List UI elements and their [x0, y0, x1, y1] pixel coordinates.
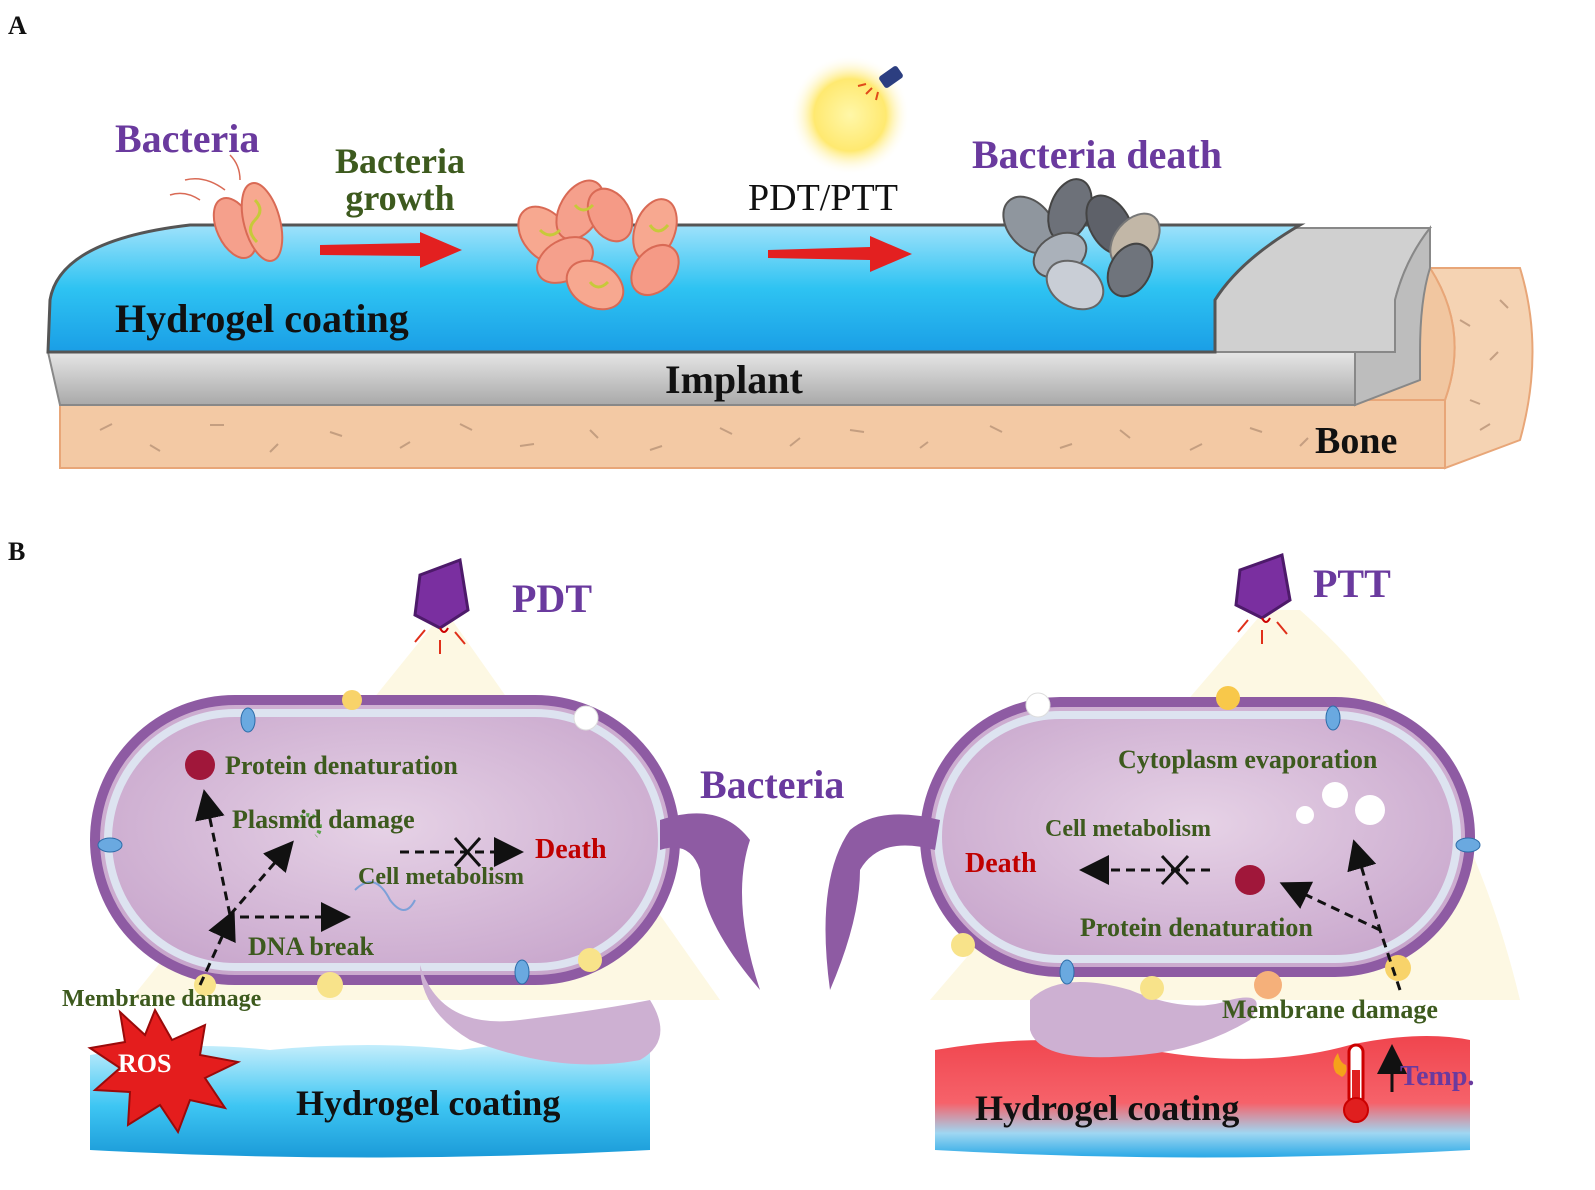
hydrogel-coating-a — [46, 223, 1306, 354]
label-pdt-protein: Protein denaturation — [225, 751, 458, 780]
bacterium-cell-pdt — [90, 690, 760, 1065]
label-ptt-metabolism: Cell metabolism — [1045, 816, 1211, 842]
bacteria-cluster-initial — [169, 154, 284, 262]
label-pdt-membrane: Membrane damage — [62, 986, 262, 1012]
label-ptt-protein: Protein denaturation — [1080, 913, 1313, 942]
thermometer-icon — [1333, 1043, 1369, 1123]
label-bone: Bone — [1315, 420, 1397, 462]
implant-layer — [46, 225, 1433, 407]
label-ptt-coating: Hydrogel coating — [975, 1088, 1239, 1128]
label-growth-line2: growth — [345, 178, 454, 218]
label-death-a: Bacteria death — [972, 132, 1222, 177]
label-coating-a: Hydrogel coating — [115, 296, 409, 341]
ros-burst-icon — [87, 1007, 242, 1135]
label-implant: Implant — [665, 357, 803, 402]
label-ptt-temp: Temp. — [1400, 1061, 1474, 1092]
bacteria-cluster-growth — [517, 179, 680, 311]
ptt-block-mark — [1160, 854, 1190, 886]
label-bacteria-b: Bacteria — [700, 762, 844, 807]
label-pdt-death: Death — [535, 834, 607, 865]
label-pdt-title: PDT — [512, 576, 592, 621]
pdt-block-mark — [453, 837, 482, 867]
label-treatment-a: PDT/PTT — [748, 177, 898, 219]
label-ptt-membrane: Membrane damage — [1222, 995, 1438, 1024]
panel-b-letter: B — [8, 537, 25, 566]
label-ptt-title: PTT — [1313, 561, 1391, 606]
bacteria-cluster-dead — [1002, 178, 1161, 311]
hydrogel-coating-pdt — [90, 1042, 650, 1158]
label-pdt-metabolism: Cell metabolism — [358, 864, 524, 890]
label-ros: ROS — [118, 1049, 171, 1078]
label-bacteria-a: Bacteria — [115, 116, 259, 161]
bacterium-cell-ptt — [825, 686, 1481, 1058]
treatment-arrow — [768, 236, 912, 272]
panel-a-letter: A — [8, 11, 27, 40]
label-pdt-coating: Hydrogel coating — [296, 1083, 560, 1123]
lamp-ptt-icon — [1234, 552, 1292, 644]
pdt-pathway-arrows — [195, 789, 524, 986]
label-ptt-death: Death — [965, 848, 1037, 879]
label-ptt-cytoplasm: Cytoplasm evaporation — [1118, 745, 1378, 774]
label-growth-line1: Bacteria — [335, 141, 465, 181]
growth-arrow — [320, 232, 462, 268]
label-pdt-plasmid: Plasmid damage — [232, 805, 415, 834]
lamp-pdt-icon — [413, 557, 470, 654]
light-source-icon — [790, 55, 910, 175]
ptt-pathway-arrows — [1079, 839, 1402, 991]
label-pdt-dna: DNA break — [248, 932, 374, 961]
